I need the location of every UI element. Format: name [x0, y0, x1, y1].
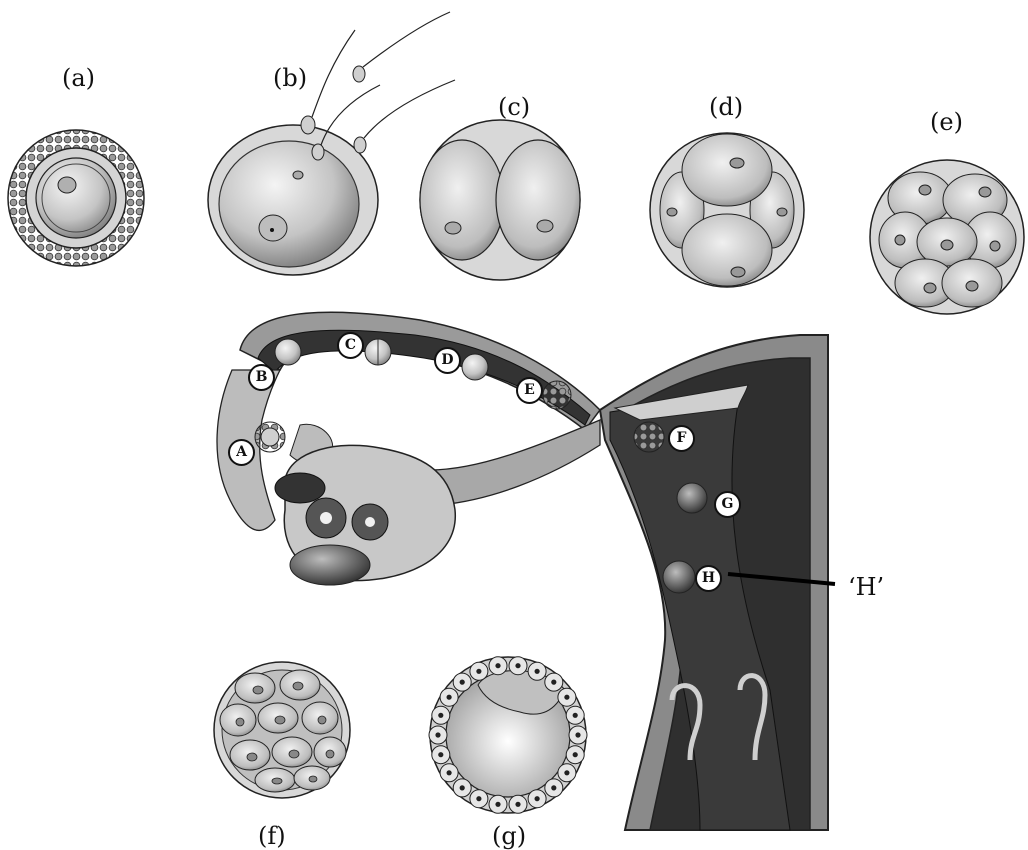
trophoblast-nucleus [438, 713, 443, 718]
trophoblast-nucleus [460, 785, 465, 790]
trophoblast-nucleus [495, 802, 500, 807]
stage-d-four-cell [650, 133, 804, 287]
label-stage-d: (d) [709, 93, 743, 121]
trophoblast-nucleus [476, 669, 481, 674]
trophoblast-nucleus [535, 796, 540, 801]
label-stage-b: (b) [273, 64, 307, 92]
marker-d: D [434, 347, 461, 374]
trophoblast-nucleus [551, 785, 556, 790]
stage-a-oocyte [8, 130, 144, 266]
trophoblast-nucleus [447, 695, 452, 700]
trophoblast-nucleus [564, 770, 569, 775]
stage-g-blastocyst [429, 657, 587, 814]
trophoblast-nucleus [515, 802, 520, 807]
label-stage-f: (f) [258, 822, 286, 850]
stage-b-fertilisation [208, 12, 455, 275]
trophoblast-nucleus [447, 770, 452, 775]
marker-a: A [228, 439, 255, 466]
marker-g: G [714, 491, 741, 518]
label-stage-c: (c) [498, 93, 530, 121]
trophoblast-nucleus [438, 752, 443, 757]
stage-f-morula [214, 662, 350, 798]
trophoblast-nucleus [495, 663, 500, 668]
label-stage-a: (a) [62, 64, 95, 92]
trophoblast-nucleus [551, 680, 556, 685]
callout-label-h: ‘H’ [848, 573, 884, 601]
marker-c: C [337, 332, 364, 359]
marker-b: B [248, 364, 275, 391]
trophoblast-nucleus [575, 732, 580, 737]
marker-e: E [516, 377, 543, 404]
trophoblast-nucleus [573, 713, 578, 718]
label-stage-e: (e) [930, 108, 963, 136]
trophoblast-nucleus [460, 680, 465, 685]
trophoblast-nucleus [476, 796, 481, 801]
stage-c-two-cell [420, 120, 580, 280]
trophoblast-nucleus [535, 669, 540, 674]
trophoblast-nucleus [435, 732, 440, 737]
trophoblast-nucleus [515, 663, 520, 668]
stage-e-eight-cell [870, 160, 1024, 314]
trophoblast-nucleus [573, 752, 578, 757]
marker-h: H [695, 565, 722, 592]
label-stage-g: (g) [492, 822, 526, 850]
trophoblast-nucleus [564, 695, 569, 700]
marker-f: F [668, 425, 695, 452]
